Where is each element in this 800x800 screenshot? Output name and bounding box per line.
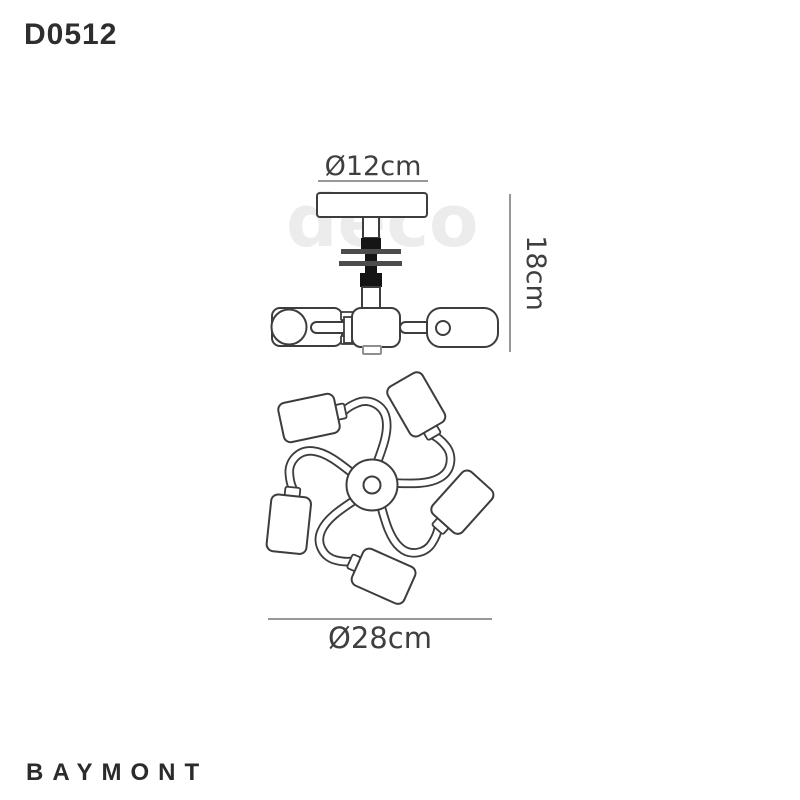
plan-diameter-label: Ø28cm [328,621,432,655]
knurled-nut-lower [360,273,382,287]
threaded-rod-2 [365,266,377,274]
shade [277,392,341,444]
product-code: D0512 [24,18,118,51]
right-shade [426,307,499,348]
plan-arm-shade-2 [386,371,456,489]
arm-fill [316,496,358,565]
left-bracket [343,316,353,344]
arm-fill [341,398,390,466]
shade [430,469,495,535]
plan-arm-shade-4 [314,495,417,605]
shade [265,493,312,555]
arm-fill [391,432,454,487]
right-rod-end-cap [435,320,451,336]
shade [386,371,447,438]
arm-fill [286,448,356,492]
stem-tube-upper [362,216,380,239]
side-elevation-view: Ø12cm [270,151,551,355]
height-label: 18cm [520,235,551,311]
spreader-bar-upper [341,249,401,254]
central-body [351,307,401,348]
threaded-rod-1 [365,254,377,262]
shade [350,547,417,605]
body-bottom-cap [362,345,382,355]
stem-tube-lower [361,286,381,309]
plan-arm-shade-1 [277,392,392,468]
plan-hub-center-hole [362,475,382,495]
knurled-nut-upper [361,238,381,251]
arm-fill [377,502,442,556]
spreader-bar-lower [339,261,402,266]
plan-arm-shade-3 [376,469,495,558]
canopy-diameter-label: Ø12cm [325,151,422,182]
plan-view: Ø28cm [265,371,495,655]
ceiling-plate [316,192,428,218]
left-shade-end-cap [270,308,308,346]
brand-logo: BAYMONT [26,759,209,786]
plan-arm-shade-5 [265,446,358,555]
